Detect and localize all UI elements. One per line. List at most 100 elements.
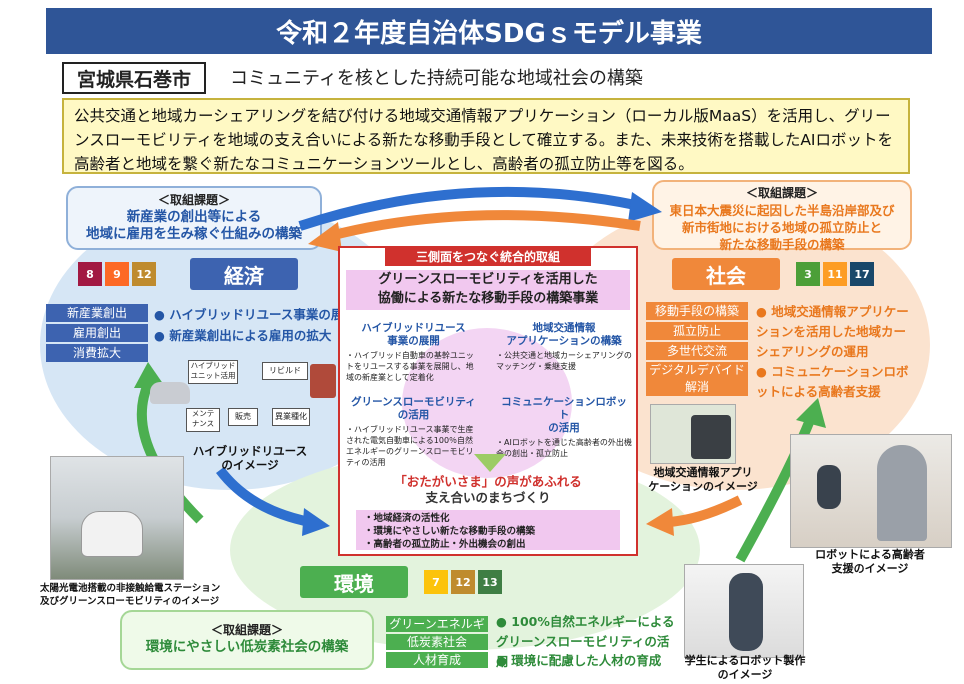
sdg-9-icon: 9 bbox=[105, 262, 129, 286]
tablet-image bbox=[691, 415, 731, 459]
quad-title: 地域交通情報アプリケーションの構築 bbox=[506, 322, 622, 347]
blue-arrow-head bbox=[628, 192, 662, 222]
economy-sdg-icons: 8 9 12 bbox=[78, 262, 159, 286]
society-pill: 孤立防止 bbox=[646, 322, 748, 340]
sdg-13-icon: 13 bbox=[478, 570, 502, 594]
center-title-line: グリーンスローモビリティを活用した bbox=[378, 272, 598, 287]
environment-bullet-text: 環境に配慮した人材の育成 bbox=[511, 653, 662, 668]
society-bullet-text: コミュニケーションロボットによる高齢者支援 bbox=[756, 364, 909, 399]
environment-bullet: ● 100%自然エネルギーによるグリーンスローモビリティの活用 bbox=[496, 614, 675, 669]
caption-line: ケーションのイメージ bbox=[648, 480, 758, 493]
society-task-box: ＜取組課題＞ 東日本大震災に起因した半島沿岸部及び 新市街地における地域の孤立防… bbox=[652, 180, 912, 252]
caption-line: のイメージ bbox=[221, 458, 279, 472]
society-pill: デジタルデバイド 解消 bbox=[646, 362, 748, 396]
page-title: 令和２年度自治体SDGｓモデル事業 bbox=[46, 8, 932, 54]
caption-line: 支援のイメージ bbox=[831, 562, 909, 575]
orange-arrow-right bbox=[667, 495, 743, 527]
robot-image bbox=[817, 465, 841, 509]
green-arrow-left-head bbox=[134, 362, 166, 388]
diagram-maint: メンテ ナンス bbox=[186, 408, 220, 432]
environment-pill: グリーンエネルギー bbox=[386, 616, 488, 647]
robot-support-photo bbox=[790, 434, 952, 548]
robot-figure-image bbox=[729, 573, 763, 651]
diagram-rebuild: リビルド bbox=[262, 362, 308, 380]
quad-text: ・AIロボットを通じた高齢者の外出機会の創出・孤立防止 bbox=[496, 438, 632, 458]
blue-arrow-top bbox=[298, 186, 642, 231]
hybrid-reuse-diagram: ハイブリッド ユニット活用 リビルド メンテ ナンス 販売 異業種化 bbox=[150, 360, 336, 446]
quad-title: グリーンスローモビリティの活用 bbox=[351, 396, 476, 421]
environment-label: 環境 bbox=[300, 566, 408, 598]
quad-title: コミュニケーションロボットの活用 bbox=[501, 396, 627, 434]
center-outcomes: ・地域経済の活性化 ・環境にやさしい新たな移動手段の構築 ・高齢者の孤立防止・外… bbox=[356, 510, 620, 550]
quad-text: ・公共交通と地域カーシェアリングのマッチング・乗継支援 bbox=[496, 351, 632, 371]
caption-line: ロボットによる高齢者 bbox=[815, 548, 925, 561]
orange-arrow-head bbox=[308, 222, 342, 252]
project-subtitle: コミュニティを核とした持続可能な地域社会の構築 bbox=[230, 68, 643, 89]
society-bullet-text: 地域交通情報アプリケーションを活用した地域カーシェアリングの運用 bbox=[756, 304, 909, 359]
outcome-item: ・高齢者の孤立防止・外出機会の創出 bbox=[364, 539, 526, 550]
blue-arrow-left bbox=[216, 466, 311, 527]
summary-box: 公共交通と地域カーシェアリングを結び付ける地域交通情報アプリケーション（ローカル… bbox=[62, 98, 910, 174]
economy-bullet-text: 新産業創出による雇用の拡大 bbox=[169, 328, 332, 343]
sdg-12-icon: 12 bbox=[451, 570, 475, 594]
sdg-3-icon: 3 bbox=[796, 262, 820, 286]
society-task-line: 新市街地における地域の孤立防止と bbox=[681, 220, 882, 235]
economy-task-head: ＜取組課題＞ bbox=[157, 193, 230, 207]
result-line: 支え合いのまちづくり bbox=[425, 490, 551, 505]
economy-task-line: 地域に雇用を生み稼ぐ仕組みの構築 bbox=[86, 226, 302, 242]
center-title-line: 協働による新たな移動手段の構築事業 bbox=[377, 291, 599, 306]
elderly-person-image bbox=[877, 445, 927, 541]
caption-line: 及びグリーンスローモビリティのイメージ bbox=[40, 596, 220, 607]
station-caption: 太陽光電池搭載の非接触給電ステーション 及びグリーンスローモビリティのイメージ bbox=[40, 582, 250, 608]
economy-bullet: ● ハイブリッドリユース事業の展開 bbox=[154, 307, 356, 322]
quad-robot: コミュニケーションロボットの活用 ・AIロボットを通じた高齢者の外出機会の創出・… bbox=[496, 396, 632, 459]
sdg-8-icon: 8 bbox=[78, 262, 102, 286]
orange-arrow-top bbox=[328, 210, 641, 241]
student-robot-photo bbox=[684, 564, 804, 658]
environment-bullet: ● 環境に配慮した人材の育成 bbox=[496, 653, 662, 668]
quad-hybrid: ハイブリッドリユース事業の展開 ・ハイブリッド自動車の基幹ユニットをリユースする… bbox=[346, 322, 481, 383]
economy-task-box: ＜取組課題＞ 新産業の創出等による 地域に雇用を生み稼ぐ仕組みの構築 bbox=[66, 186, 322, 250]
environment-sdg-icons: 7 12 13 bbox=[424, 570, 505, 594]
diagram-sale: 販売 bbox=[228, 408, 258, 426]
center-quad-circle bbox=[402, 328, 572, 478]
economy-bullet-text: ハイブリッドリユース事業の展開 bbox=[169, 307, 356, 322]
society-sdg-icons: 3 11 17 bbox=[796, 262, 877, 286]
city-name: 宮城県石巻市 bbox=[62, 62, 206, 94]
society-task-line: 新たな移動手段の構築 bbox=[719, 237, 845, 252]
hybrid-reuse-caption: ハイブリッドリユース のイメージ bbox=[190, 444, 310, 472]
society-label: 社会 bbox=[672, 258, 780, 290]
blue-arrow-left-head bbox=[302, 508, 330, 536]
sdg-12-icon: 12 bbox=[132, 262, 156, 286]
outcome-item: ・環境にやさしい新たな移動手段の構築 bbox=[364, 526, 536, 537]
car-image bbox=[150, 382, 190, 404]
caption-line: ハイブリッドリユース bbox=[192, 444, 308, 458]
caption-line: のイメージ bbox=[717, 668, 773, 681]
station-photo bbox=[50, 456, 184, 580]
result-line: 「おたがいさま」の声があふれる bbox=[394, 474, 582, 489]
robot-support-caption: ロボットによる高齢者 支援のイメージ bbox=[800, 548, 940, 576]
slow-mobility-vehicle bbox=[81, 511, 143, 557]
center-title: グリーンスローモビリティを活用した 協働による新たな移動手段の構築事業 bbox=[346, 270, 630, 310]
environment-pill: 低炭素社会 bbox=[386, 634, 488, 650]
sdg-7-icon: 7 bbox=[424, 570, 448, 594]
student-robot-caption: 学生によるロボット製作 のイメージ bbox=[680, 654, 810, 682]
economy-pill: 消費拡大 bbox=[46, 344, 148, 362]
sdg-11-icon: 11 bbox=[823, 262, 847, 286]
economy-task-line: 新産業の創出等による bbox=[126, 209, 262, 225]
quad-text: ・ハイブリッド自動車の基幹ユニットをリユースする事業を展開し、地域の新産業として… bbox=[346, 351, 474, 382]
center-result: 「おたがいさま」の声があふれる 支え合いのまちづくり bbox=[340, 474, 636, 506]
economy-label: 経済 bbox=[190, 258, 298, 290]
diagram-other: 異業種化 bbox=[272, 408, 310, 426]
society-pill: 移動手段の構築 bbox=[646, 302, 748, 320]
outcome-item: ・地域経済の活性化 bbox=[364, 513, 450, 524]
green-arrow-right-head bbox=[796, 398, 826, 428]
cart-image bbox=[310, 364, 336, 398]
environment-task-line: 環境にやさしい低炭素社会の構築 bbox=[145, 639, 349, 655]
quad-title: ハイブリッドリユース事業の展開 bbox=[361, 322, 466, 347]
sdg-17-icon: 17 bbox=[850, 262, 874, 286]
caption-line: 学生によるロボット製作 bbox=[684, 654, 806, 667]
caption-line: 地域交通情報アプリ bbox=[653, 466, 753, 479]
society-task-line: 東日本大震災に起因した半島沿岸部及び bbox=[669, 203, 895, 218]
